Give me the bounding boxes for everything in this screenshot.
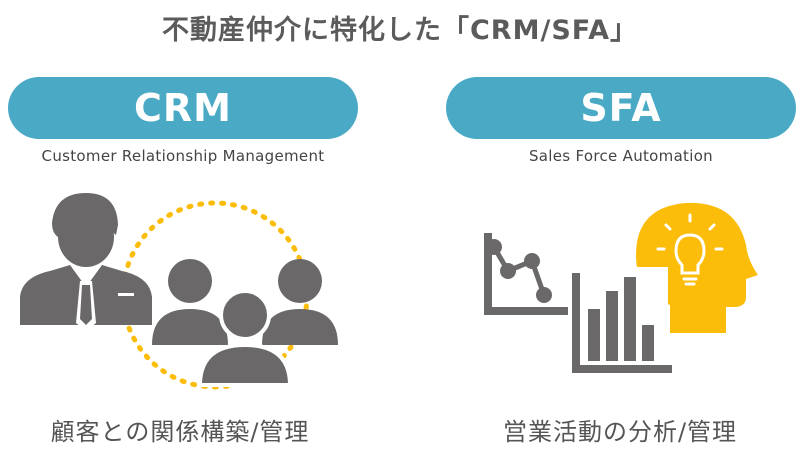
crm-illustration: [20, 193, 338, 390]
crm-label-pill: CRM: [8, 77, 358, 139]
line-chart-icon: [484, 233, 578, 315]
businessman-icon: [20, 193, 152, 331]
customers-group-icon: [152, 259, 338, 387]
page-title: 不動産仲介に特化した「CRM/SFA」: [161, 15, 639, 46]
bar-chart-icon: [568, 267, 672, 377]
sfa-label: SFA: [580, 86, 662, 130]
sfa-subtitle: Sales Force Automation: [528, 147, 713, 165]
sfa-label-pill: SFA: [446, 77, 796, 139]
crm-subtitle: Customer Relationship Management: [41, 147, 325, 165]
sfa-caption: 営業活動の分析/管理: [502, 418, 738, 446]
crm-label: CRM: [134, 86, 232, 130]
crm-caption: 顧客との関係構築/管理: [50, 418, 310, 446]
sfa-illustration: [484, 202, 758, 377]
